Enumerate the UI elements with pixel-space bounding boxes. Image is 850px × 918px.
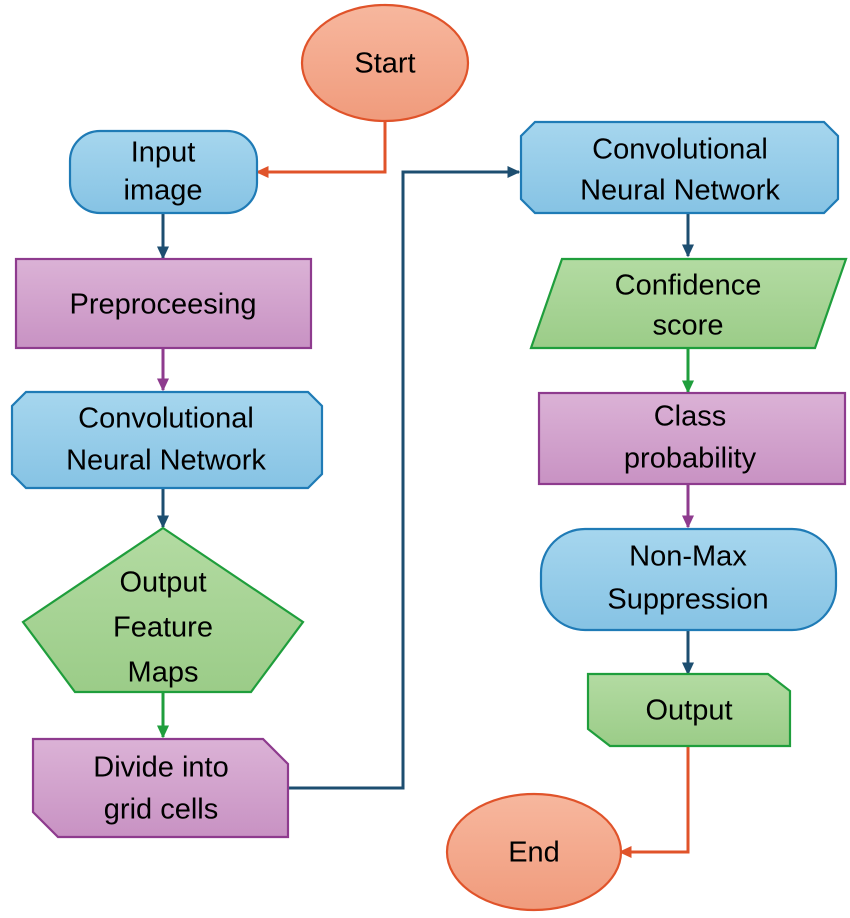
input-image-rect-shape <box>68 129 259 215</box>
confidence-score-parallelogram-shape <box>529 257 848 350</box>
output-feature-maps-pentagon-shape <box>21 526 305 694</box>
node-output-feature-maps[interactable]: Output Feature Maps <box>21 526 305 694</box>
node-class-probability[interactable]: Class probability <box>537 391 847 486</box>
output-shape <box>586 672 792 748</box>
non-max-suppression-rect-shape <box>539 527 838 632</box>
divide-grid-cells-shape <box>31 737 290 839</box>
cnn-left-octagon-shape <box>10 390 324 490</box>
node-cnn-right[interactable]: Convolutional Neural Network <box>519 120 840 215</box>
end-ellipse-shape <box>445 792 623 912</box>
node-output[interactable]: Output <box>586 672 792 748</box>
edge-output-to-end <box>618 746 690 859</box>
node-cnn-left[interactable]: Convolutional Neural Network <box>10 390 324 490</box>
node-divide-grid-cells[interactable]: Divide into grid cells <box>31 737 290 839</box>
node-input-image[interactable]: Input image <box>68 129 259 215</box>
start-ellipse-shape <box>300 3 470 123</box>
node-end[interactable]: End <box>445 792 623 912</box>
node-preprocessing[interactable]: Preproceesing <box>14 257 313 350</box>
node-non-max-suppression[interactable]: Non-Max Suppression <box>539 527 838 632</box>
class-probability-rect-shape <box>537 391 847 486</box>
node-confidence-score[interactable]: Confidence score <box>529 257 848 350</box>
cnn-right-octagon-shape <box>519 120 840 215</box>
preprocessing-rect-shape <box>14 257 313 350</box>
node-start[interactable]: Start <box>300 3 470 123</box>
edge-start-to-input-image <box>255 107 387 179</box>
edge-divide-grid-cells-to-cnn-right <box>288 165 521 790</box>
